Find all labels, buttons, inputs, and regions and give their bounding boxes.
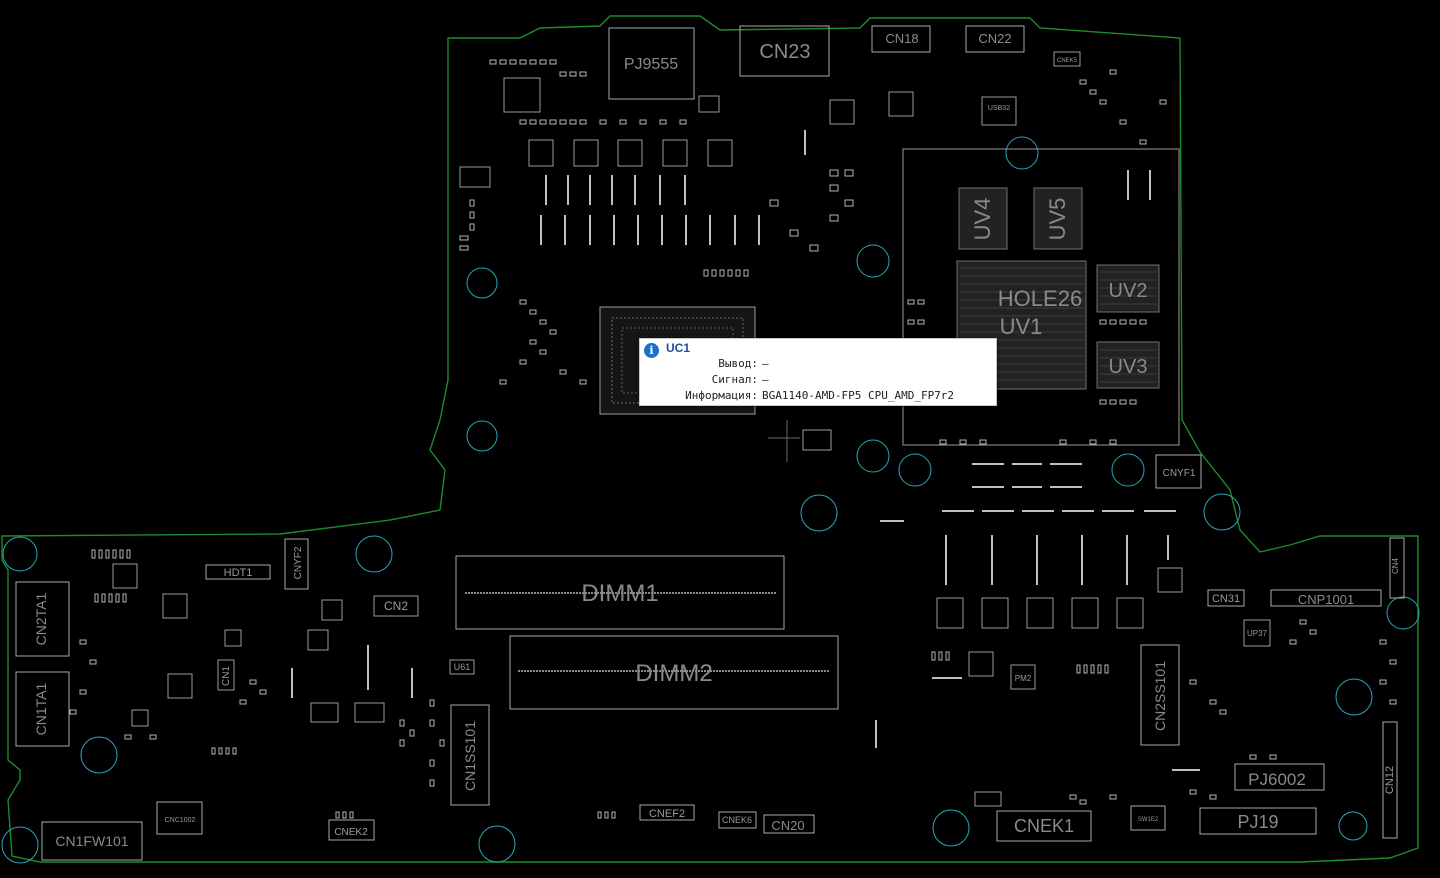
info-icon: i: [644, 343, 659, 358]
left-ports: [15, 581, 143, 861]
label-uv4: UV4: [970, 198, 995, 241]
label-pj19: PJ19: [1237, 812, 1278, 832]
label-cn1fw101: CN1FW101: [55, 833, 128, 849]
label-cn31: CN31: [1212, 593, 1240, 605]
tooltip-row-signal: Сигнал: —: [640, 373, 769, 386]
capacitor-strips-horizontal: [880, 463, 1200, 771]
label-pj9555: PJ9555: [624, 56, 678, 73]
label-pj6002: PJ6002: [1248, 770, 1306, 789]
label-cn18: CN18: [885, 31, 918, 46]
label-sw1e2: SW1E2: [1138, 817, 1159, 823]
label-cn2ss101: CN2SS101: [1152, 661, 1168, 731]
label-cnef2: CNEF2: [649, 808, 685, 820]
label-cnek2: CNEK2: [334, 827, 368, 838]
inductors-top: [112, 51, 1271, 807]
label-cn1: CN1: [221, 666, 232, 686]
label-cnek6: CNEK6: [722, 815, 752, 825]
label-cn22: CN22: [978, 31, 1011, 46]
label-uv5: UV5: [1045, 198, 1070, 241]
top-connectors: [608, 25, 1025, 100]
tooltip-value: —: [762, 373, 769, 386]
label-cn1ta1: CN1TA1: [33, 682, 49, 735]
label-cn2ta1: CN2TA1: [33, 592, 49, 645]
board-outline: [1, 15, 1419, 863]
label-dimm2: DIMM2: [635, 660, 712, 687]
label-uv1: UV1: [1000, 314, 1043, 339]
tooltip-row-info: Информация: BGA1140-AMD-FP5 CPU_AMD_FP7r2: [640, 389, 954, 402]
label-u61: U61: [454, 662, 471, 672]
tooltip-value: —: [762, 357, 769, 370]
mounting-holes: [1, 136, 1420, 864]
label-hdt1: HDT1: [224, 567, 253, 579]
bottom-connectors: [156, 454, 1405, 842]
label-cn23: CN23: [759, 41, 810, 63]
label-cnp1001: CNP1001: [1298, 592, 1354, 607]
label-cnyf1: CNYF1: [1163, 468, 1196, 479]
tooltip-title: UC1: [666, 341, 691, 355]
capacitor-strips: [291, 130, 1169, 748]
cursor-crosshair: [768, 420, 832, 462]
label-pm2: PM2: [1015, 674, 1032, 683]
component-tooltip: i UC1 Вывод: — Сигнал: — Информация: BGA114…: [639, 338, 997, 406]
label-hole26: HOLE26: [998, 286, 1082, 311]
label-cn2: CN2: [384, 599, 408, 613]
label-uv2: UV2: [1109, 280, 1148, 302]
label-cnek1: CNEK1: [1014, 816, 1074, 836]
label-up37: UP37: [1247, 629, 1268, 638]
label-cnyf2: CNYF2: [293, 546, 304, 579]
cpu-region: [902, 148, 1180, 446]
label-cn12: CN12: [1384, 766, 1396, 794]
tooltip-row-pin: Вывод: —: [640, 357, 769, 370]
label-dimm1: DIMM1: [581, 580, 658, 607]
label-cn1ss101: CN1SS101: [462, 721, 478, 791]
small-components: [69, 59, 1397, 819]
tooltip-key: Вывод:: [718, 357, 758, 370]
tooltip-key: Информация:: [685, 389, 758, 402]
label-usb32: USB32: [988, 105, 1010, 112]
dimm-slots: [455, 555, 839, 710]
label-cnc1002: CNC1002: [165, 817, 196, 824]
label-cn20: CN20: [771, 818, 804, 833]
tooltip-key: Сигнал:: [711, 373, 758, 386]
bga-dot-pattern: [960, 267, 1157, 383]
label-uv3: UV3: [1109, 356, 1148, 378]
label-cn4: CN4: [1391, 557, 1400, 574]
tooltip-value: BGA1140-AMD-FP5 CPU_AMD_FP7r2: [762, 389, 955, 402]
label-cnek5: CNEK5: [1057, 58, 1078, 64]
